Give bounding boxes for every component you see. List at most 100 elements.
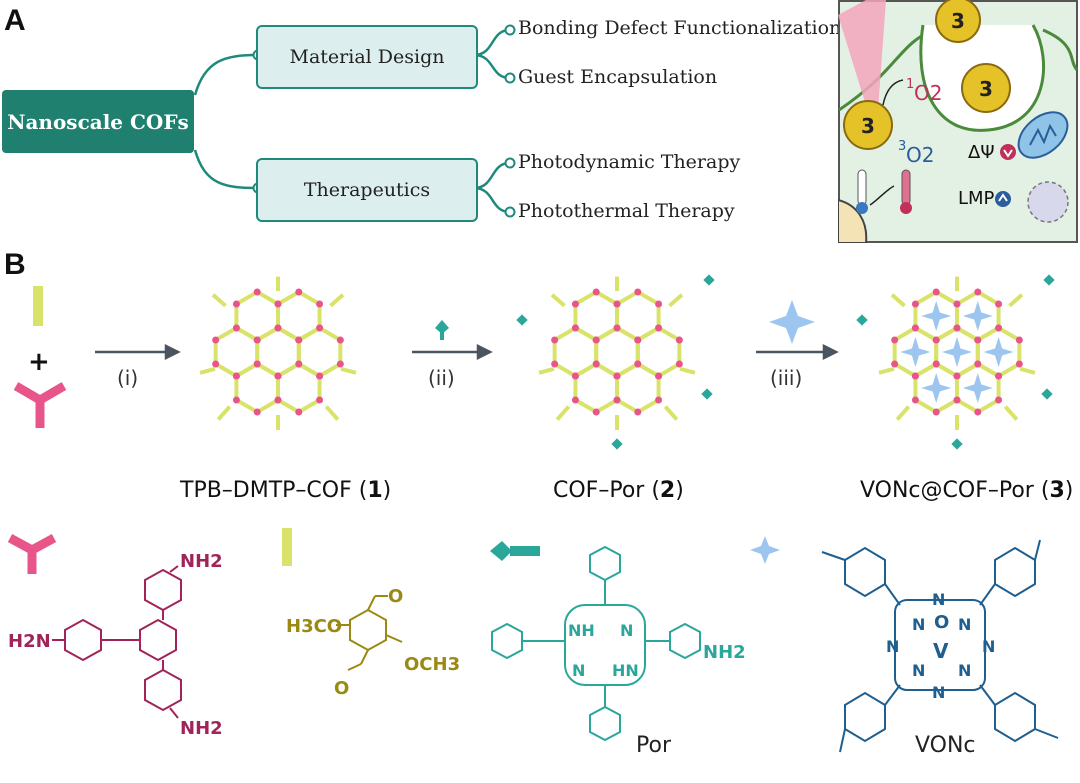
cell-inset-illustration: 3 3 3 1 O2 3 O2 ΔΨ LMP: [838, 0, 1078, 243]
lattice-node: [274, 300, 282, 308]
lattice-node: [295, 360, 303, 368]
tpb-structure: [52, 565, 182, 719]
lattice-node: [995, 372, 1003, 380]
lattice-node: [613, 300, 621, 308]
lattice-bond: [997, 326, 1021, 342]
lattice-bond: [976, 326, 1000, 342]
svg-text:N: N: [982, 637, 995, 656]
lattice-node: [232, 300, 240, 308]
svg-text:LMP: LMP: [958, 188, 995, 209]
lattice-bond: [955, 362, 979, 378]
svg-text:N: N: [886, 637, 899, 656]
lattice-node: [253, 288, 261, 296]
lattice-bond: [550, 293, 566, 308]
lattice-node: [592, 408, 600, 416]
lattice-bond: [615, 398, 639, 414]
branch-material-design: Material Design: [256, 25, 478, 89]
lattice-node: [316, 300, 324, 308]
lattice-bond: [935, 362, 959, 378]
lattice-bond: [1008, 293, 1024, 308]
lattice-node: [953, 324, 961, 332]
encapsulated-vonc: [962, 373, 993, 403]
vonc-structure: [821, 539, 1059, 753]
lattice-bond: [216, 405, 232, 421]
lattice-node: [212, 336, 220, 344]
lattice-bond: [636, 326, 660, 342]
lattice-bond: [256, 398, 280, 414]
lattice-node: [932, 288, 940, 296]
lattice-node: [675, 336, 683, 344]
lattice-node: [911, 324, 919, 332]
lattice-node: [253, 336, 261, 344]
thermometer-cold-icon: [856, 169, 868, 214]
lattice-bond: [318, 326, 342, 342]
lattice-bond: [914, 362, 938, 378]
lattice-node: [911, 372, 919, 380]
cof-lattice-2: [516, 274, 715, 450]
lattice-bond: [895, 405, 911, 421]
dmtp-linker-icon: [282, 528, 292, 566]
leaf-guest-encapsulation: Guest Encapsulation: [518, 66, 718, 88]
svg-text:NH: NH: [568, 621, 595, 640]
lattice-node: [316, 396, 324, 404]
svg-text:H2N: H2N: [8, 631, 51, 652]
svg-text:O2: O2: [914, 81, 942, 105]
lattice-node: [316, 372, 324, 380]
lattice-bond: [574, 398, 598, 414]
svg-text:1: 1: [906, 77, 914, 92]
lattice-node: [232, 324, 240, 332]
product-3-caption: VONc@COF–Por (3): [860, 478, 1074, 503]
lattice-bond: [340, 366, 357, 375]
lattice-node: [953, 396, 961, 404]
lattice-node: [295, 336, 303, 344]
lattice-bond: [297, 398, 321, 414]
lattice-node: [592, 336, 600, 344]
lattice-node: [634, 360, 642, 368]
lattice-node: [891, 360, 899, 368]
lattice-bond: [1003, 405, 1019, 421]
svg-text:+: +: [28, 347, 50, 377]
lattice-bond: [595, 290, 619, 306]
lattice-node: [253, 360, 261, 368]
svg-text:N: N: [912, 661, 925, 680]
dmtp-structure: [336, 595, 403, 671]
lattice-bond: [214, 326, 238, 342]
lattice-bond: [976, 290, 1000, 306]
increase-icon: [995, 191, 1011, 207]
lattice-node: [613, 396, 621, 404]
lattice-bond: [935, 326, 959, 342]
lattice-bond: [935, 398, 959, 414]
lattice-node: [953, 300, 961, 308]
lattice-bond: [318, 362, 342, 378]
lattice-bond: [276, 398, 300, 414]
lattice-bond: [214, 362, 238, 378]
lattice-node: [974, 360, 982, 368]
lattice-bond: [657, 362, 681, 378]
encapsulated-vonc: [983, 337, 1014, 367]
lattice-bond: [878, 366, 895, 375]
lattice-bond: [595, 398, 619, 414]
leaf-bonding-defect: Bonding Defect Functionalization: [518, 17, 842, 39]
svg-text:N: N: [620, 621, 633, 640]
lattice-node: [974, 288, 982, 296]
lattice-node: [274, 324, 282, 332]
svg-text:ΔΨ: ΔΨ: [968, 142, 994, 163]
panel-a-letter: A: [4, 4, 26, 37]
lattice-bond: [297, 326, 321, 342]
svg-text:3: 3: [898, 139, 906, 154]
lattice-node: [295, 408, 303, 416]
lattice-bond: [574, 326, 598, 342]
lattice-node: [212, 360, 220, 368]
svg-text:N: N: [572, 661, 585, 680]
svg-text:N: N: [932, 590, 945, 609]
lattice-node: [232, 372, 240, 380]
lattice-bond: [595, 362, 619, 378]
ros-arrow: [882, 79, 904, 106]
lattice-bond: [555, 405, 571, 421]
lattice-bond: [574, 362, 598, 378]
encapsulated-vonc: [921, 301, 952, 331]
lattice-bond: [211, 293, 227, 308]
step-ii-label: (ii): [428, 366, 455, 390]
tpb-node-icon: [7, 534, 57, 574]
